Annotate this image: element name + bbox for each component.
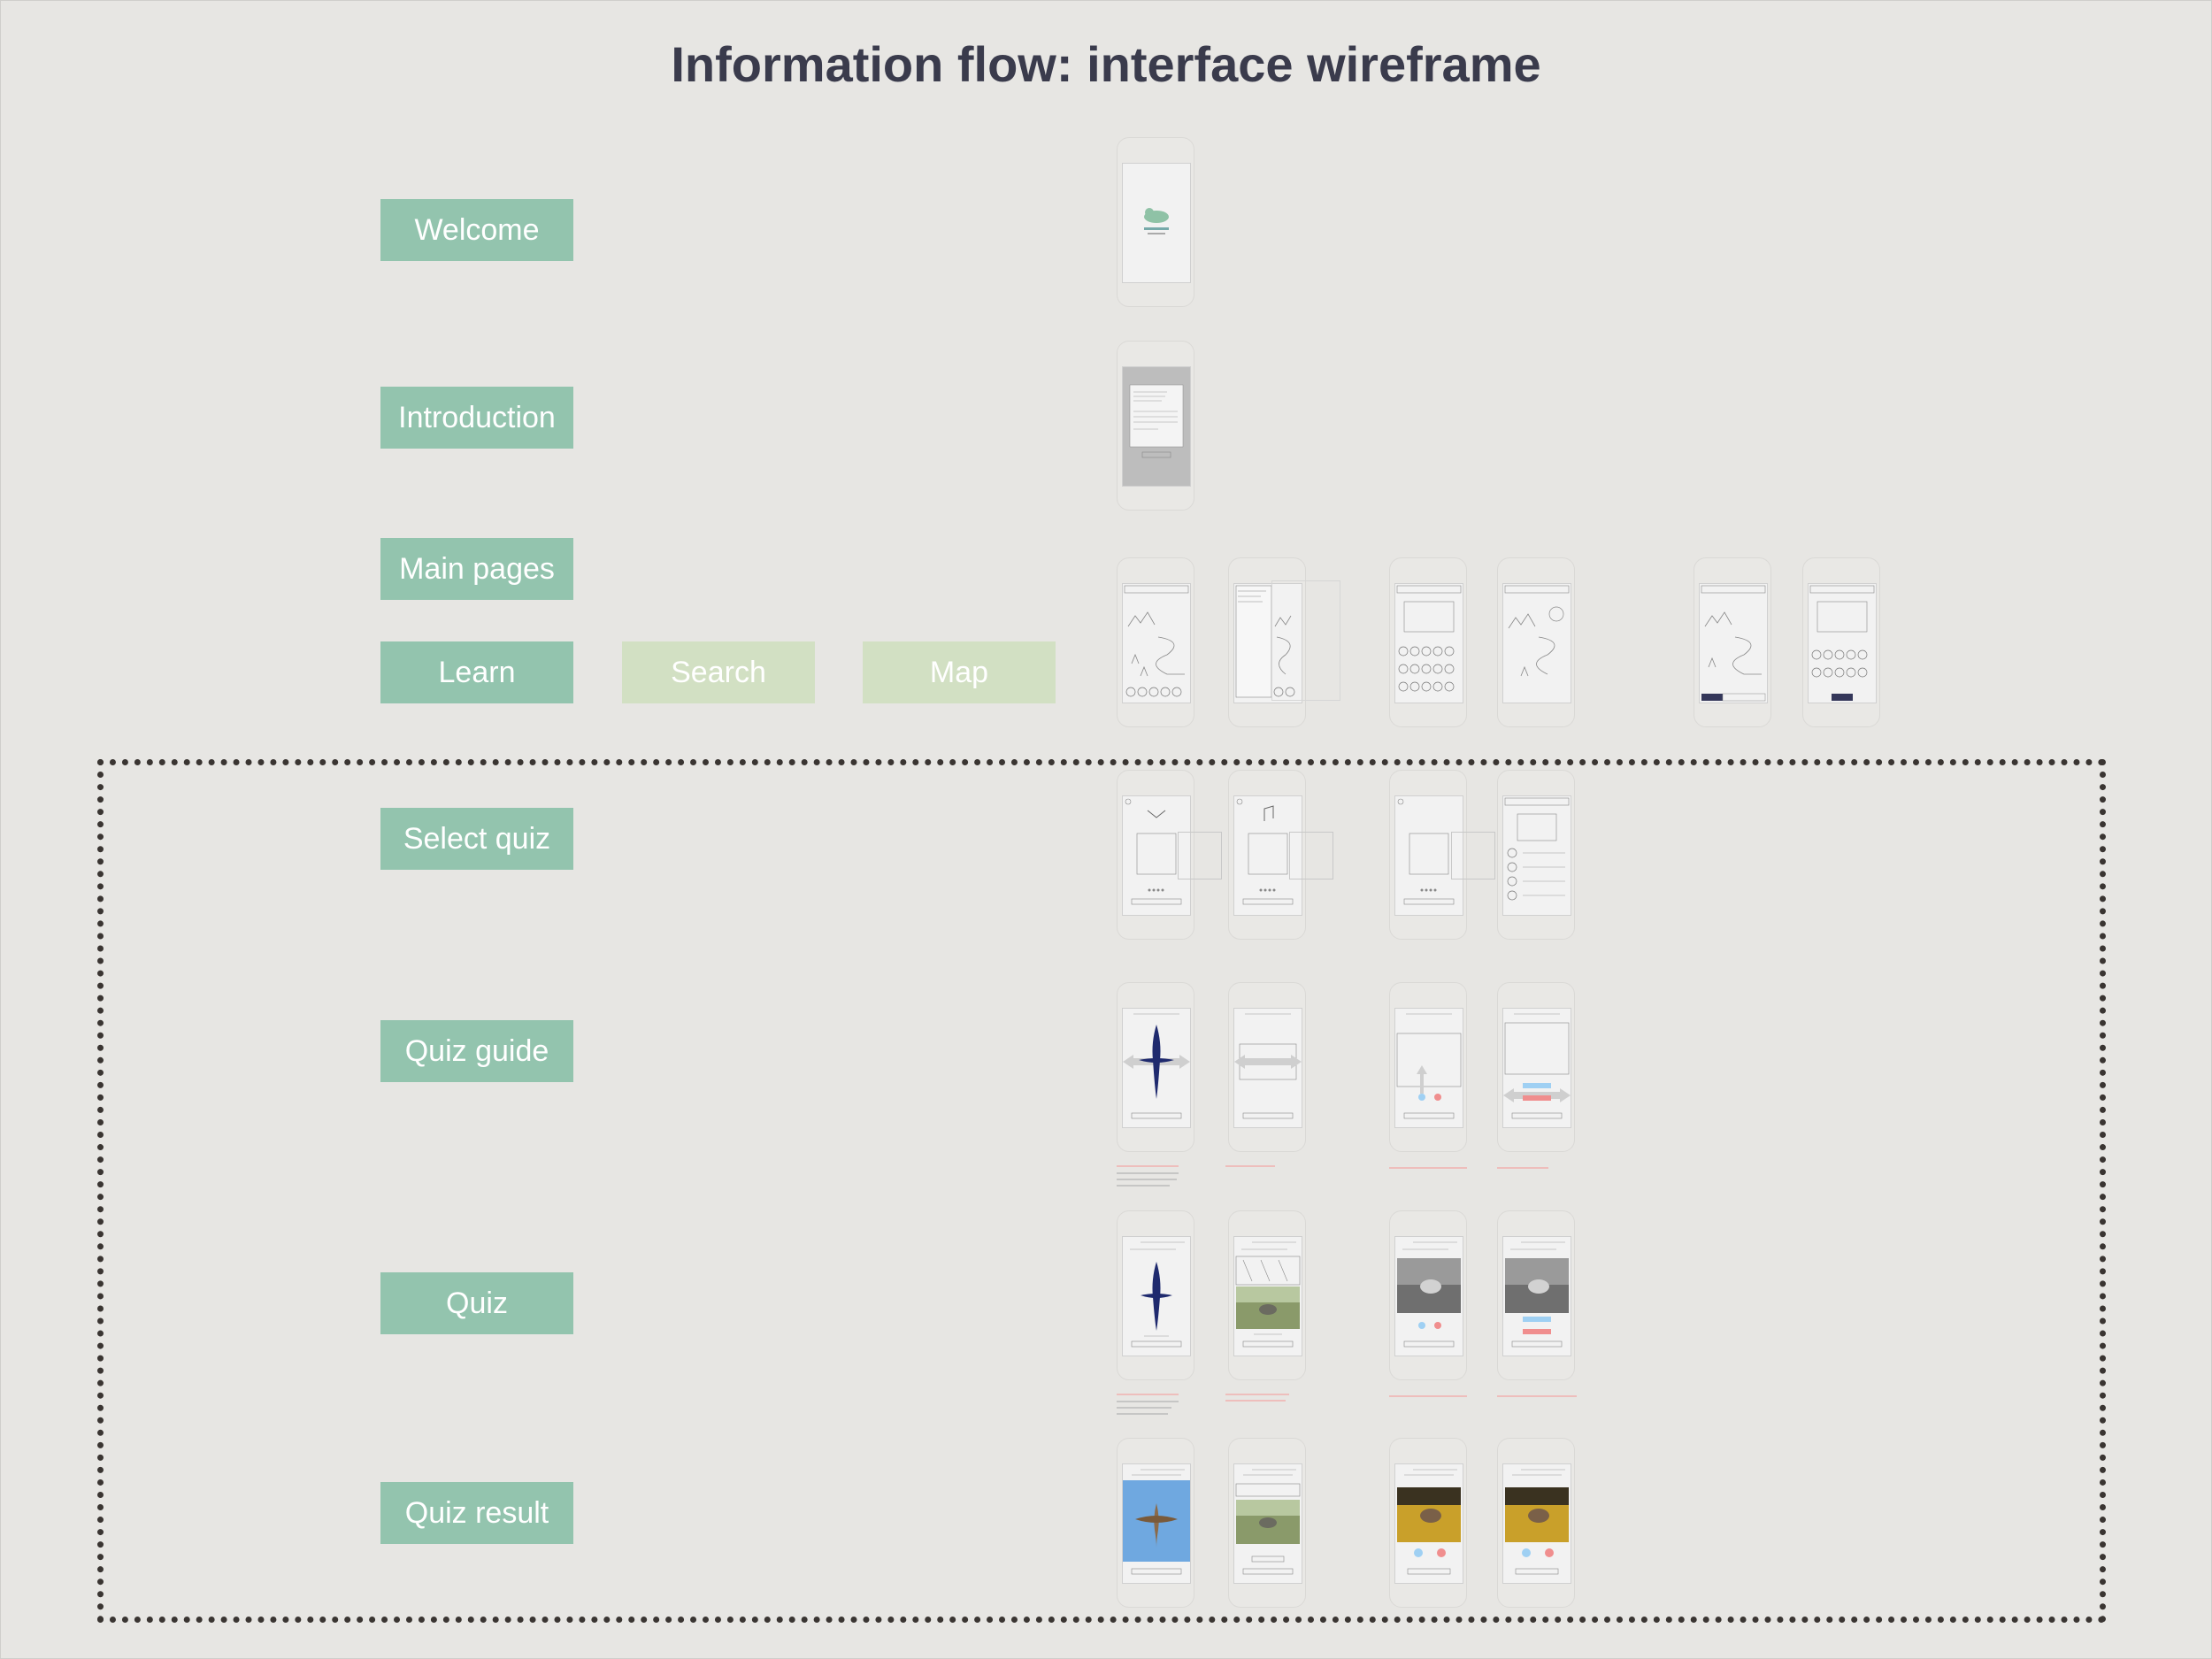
search-results-sketch — [1396, 585, 1462, 692]
label-welcome: Welcome — [380, 199, 573, 261]
bird-detail-sketch — [1504, 797, 1570, 901]
wireframe-screen — [1502, 1236, 1571, 1356]
wireframe-guide-silhouette — [1117, 982, 1194, 1152]
wireframe-result-silhouette — [1117, 1438, 1194, 1608]
wireframe-screen — [1394, 795, 1463, 916]
colour-bird-photo — [1505, 1469, 1569, 1575]
annotation-lines — [1389, 1166, 1486, 1174]
wireframe-select-quiz-color — [1389, 770, 1467, 940]
wireframe-learn-overlay — [1271, 580, 1340, 701]
wireframe-select-quiz-flying — [1117, 770, 1194, 940]
label-select-quiz: Select quiz — [380, 808, 573, 870]
swipe-arrow-shape — [1234, 1013, 1302, 1119]
map-sketch — [1504, 585, 1570, 677]
wireframe-guide-song — [1228, 982, 1306, 1152]
next-card-outline — [1451, 832, 1495, 879]
wireframe-screen — [1122, 1236, 1191, 1356]
flying-bird-photo — [1123, 1469, 1190, 1575]
swipe-choice-sketch — [1503, 1013, 1571, 1119]
annotation-lines — [1225, 1164, 1323, 1172]
select-quiz-sketch — [1397, 798, 1455, 905]
wireframe-screen — [1394, 583, 1463, 703]
wireframe-search-tabbar — [1802, 557, 1880, 727]
wireframe-learn-tabbar — [1694, 557, 1771, 727]
wireframe-screen — [1233, 1236, 1302, 1356]
landscape-sketch — [1124, 585, 1189, 697]
quiz-section-boundary — [97, 759, 2106, 1623]
wireframe-screen — [1233, 795, 1302, 916]
select-quiz-sketch — [1125, 798, 1182, 905]
wireframe-screen — [1808, 583, 1877, 703]
music-note-icon — [1236, 798, 1294, 905]
wireframe-guide-choice — [1497, 982, 1575, 1152]
wireframe-screen — [1394, 1463, 1463, 1584]
annotation-lines — [1497, 1394, 1594, 1402]
annotation-lines — [1117, 1393, 1214, 1422]
colour-bird-photo — [1397, 1469, 1461, 1575]
label-learn: Learn — [380, 641, 573, 703]
annotation-lines — [1117, 1164, 1214, 1194]
wireframe-welcome — [1117, 137, 1194, 307]
label-quiz: Quiz — [380, 1272, 573, 1334]
label-main-pages: Main pages — [380, 538, 573, 600]
wireframe-search-results — [1389, 557, 1467, 727]
wireframe-quiz-color — [1389, 1210, 1467, 1380]
annotation-lines — [1225, 1393, 1323, 1408]
side-menu-sketch — [1235, 585, 1295, 698]
wireframe-result-choice — [1497, 1438, 1575, 1608]
grey-bird-photo — [1505, 1241, 1569, 1348]
label-quiz-guide: Quiz guide — [380, 1020, 573, 1082]
wireframe-screen — [1233, 583, 1302, 703]
wireframe-screen — [1122, 795, 1191, 916]
song-quiz-sketch — [1235, 1241, 1301, 1348]
wireframe-screen — [1502, 583, 1571, 703]
drag-colour-sketch — [1396, 1013, 1462, 1119]
label-quiz-result: Quiz result — [380, 1482, 573, 1544]
bird-silhouette-icon — [1130, 1241, 1185, 1348]
wireframe-bird-detail — [1497, 770, 1575, 940]
wireframe-screen — [1502, 1008, 1571, 1128]
wireframe-screen — [1394, 1008, 1463, 1128]
landscape-tabbar-sketch — [1701, 585, 1766, 702]
bird-silhouette-icon — [1123, 1013, 1190, 1119]
wireframe-quiz-silhouette — [1117, 1210, 1194, 1380]
wireframe-screen — [1122, 1008, 1191, 1128]
wireframe-screen — [1502, 795, 1571, 916]
wireframe-map — [1497, 557, 1575, 727]
annotation-lines — [1497, 1166, 1594, 1174]
wireframe-screen — [1122, 163, 1191, 283]
wireframe-introduction — [1117, 341, 1194, 511]
wireframe-quiz-choice — [1497, 1210, 1575, 1380]
bird-logo-icon — [1144, 208, 1169, 234]
wireframe-quiz-song — [1228, 1210, 1306, 1380]
song-result-sketch — [1235, 1469, 1301, 1575]
label-introduction: Introduction — [380, 387, 573, 449]
wireframe-screen — [1233, 1008, 1302, 1128]
label-map: Map — [863, 641, 1056, 703]
wireframe-select-quiz-song — [1228, 770, 1306, 940]
wireframe-guide-color — [1389, 982, 1467, 1152]
wireframe-screen — [1699, 583, 1768, 703]
wireframe-learn-menu — [1228, 557, 1306, 727]
search-tabbar-sketch — [1809, 585, 1875, 701]
next-card-outline — [1178, 832, 1222, 879]
annotation-lines — [1389, 1394, 1486, 1402]
wireframe-screen — [1122, 366, 1191, 487]
wireframe-result-song — [1228, 1438, 1306, 1608]
wireframe-screen — [1502, 1463, 1571, 1584]
intro-card-shape — [1129, 384, 1184, 458]
wireframe-screen — [1394, 1236, 1463, 1356]
wireframe-screen — [1233, 1463, 1302, 1584]
wireframe-screen — [1122, 583, 1191, 703]
wireframe-screen — [1122, 1463, 1191, 1584]
next-card-outline — [1289, 832, 1333, 879]
wireframe-result-color — [1389, 1438, 1467, 1608]
grey-bird-photo — [1397, 1241, 1461, 1348]
label-search: Search — [622, 641, 815, 703]
page-title: Information flow: interface wireframe — [671, 36, 1541, 92]
wireframe-learn — [1117, 557, 1194, 727]
